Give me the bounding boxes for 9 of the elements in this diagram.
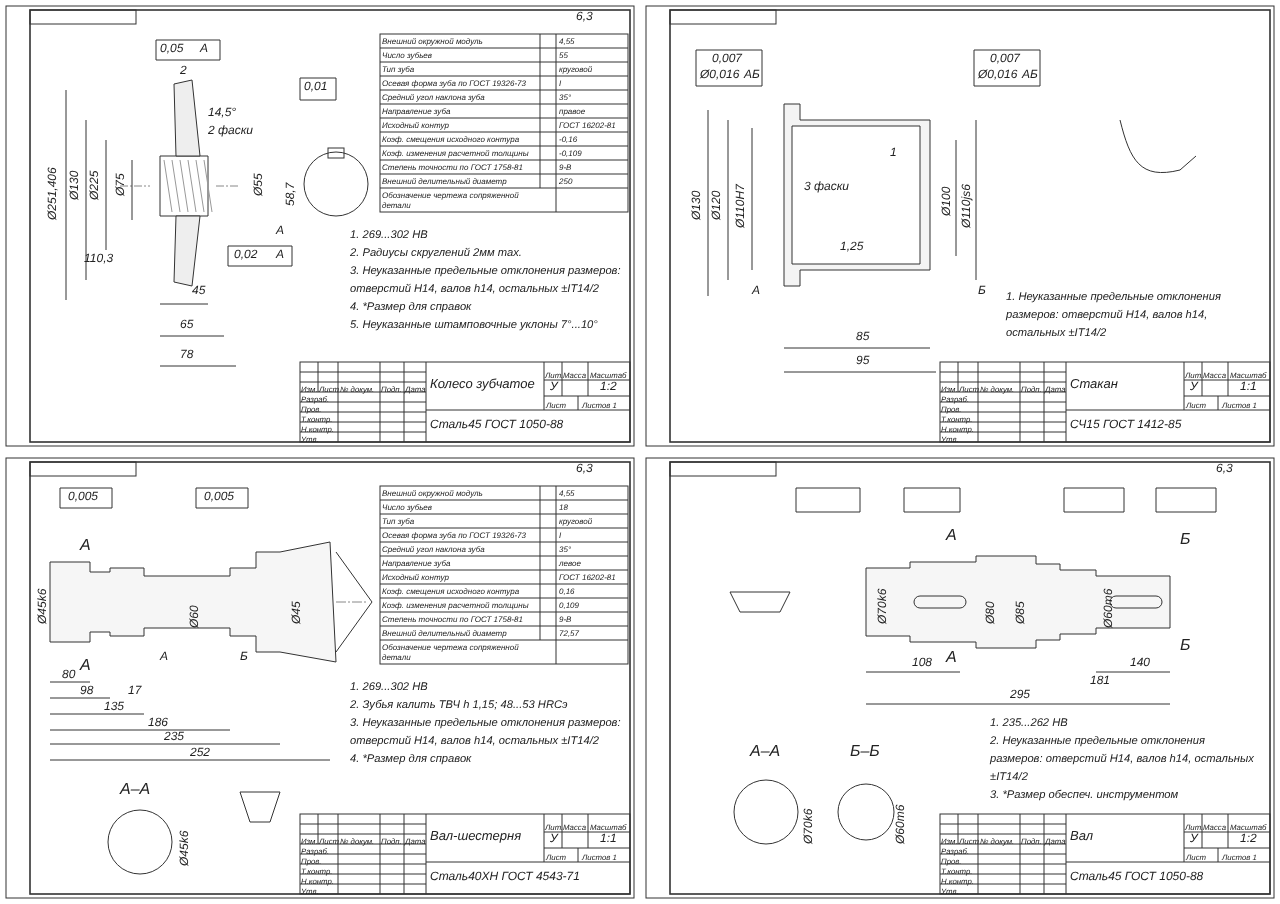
section-mark: А	[946, 526, 957, 544]
section-mark: А	[80, 536, 91, 554]
section-mark: А	[80, 656, 91, 674]
section-mark: Б	[1180, 636, 1191, 654]
section-mark: Б	[1180, 530, 1191, 548]
section-title: А–А	[120, 780, 151, 798]
section-title: Б–Б	[850, 742, 880, 760]
section-mark: А	[946, 648, 957, 666]
section-title: А–А	[750, 742, 781, 760]
